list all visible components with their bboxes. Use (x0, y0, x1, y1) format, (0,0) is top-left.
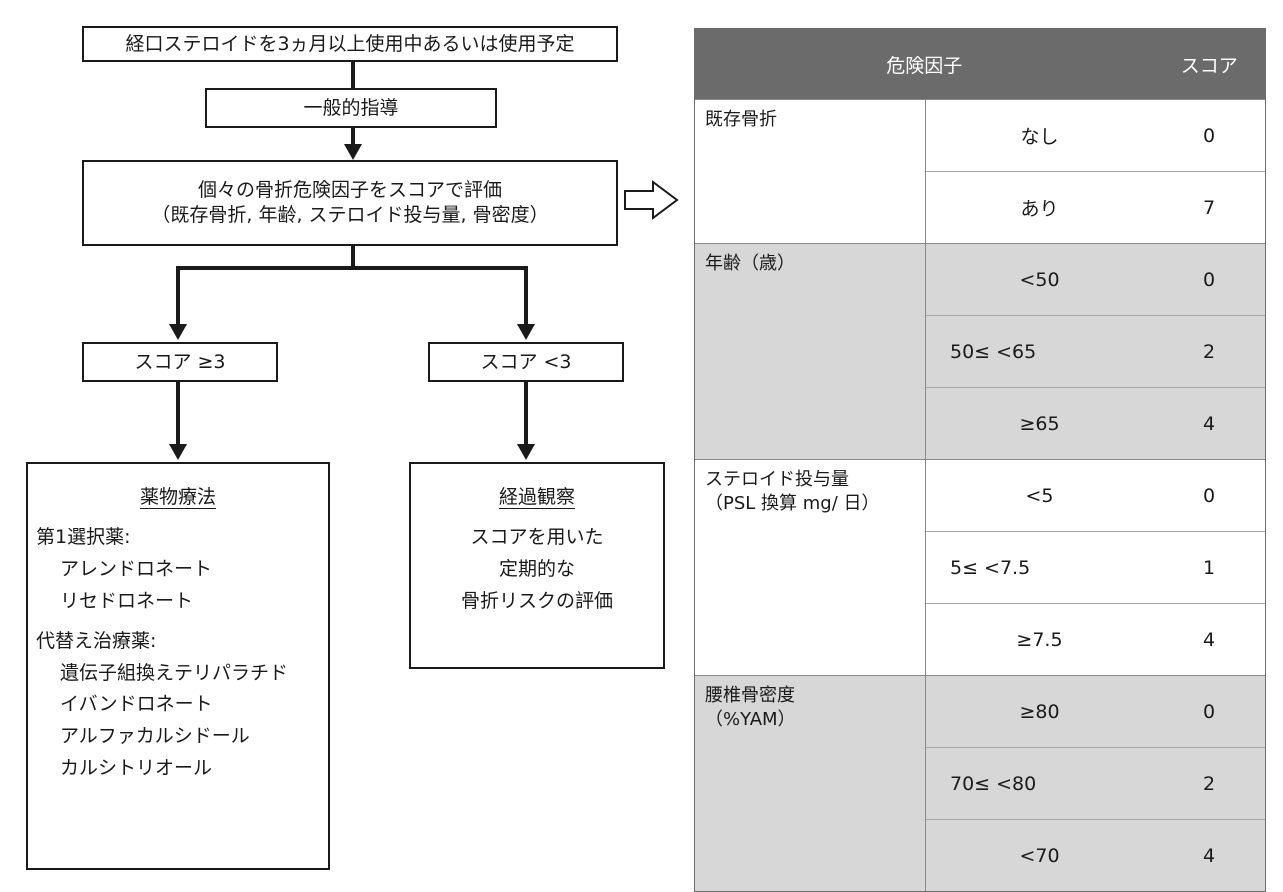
connector (351, 128, 355, 148)
drug-therapy-box: 薬物療法 第1選択薬: アレンドロネート リセドロネート 代替え治療薬: 遺伝子… (26, 462, 330, 870)
condition-cell: 5≤ <7.5 (950, 556, 1031, 579)
condition-cell: <5 (1025, 484, 1054, 507)
start-condition-text: 経口ステロイドを3ヵ月以上使用中あるいは使用予定 (125, 32, 575, 55)
risk-evaluation-factors: （既存骨折, 年齢, ステロイド投与量, 骨密度） (151, 204, 549, 226)
group-steroid-dose: ステロイド投与量 （PSL 換算 mg/ 日） <5 0 5≤ <7.5 1 ≥… (695, 459, 1265, 675)
header-score: スコア (1180, 54, 1238, 77)
table-row: なし 0 (926, 100, 1265, 171)
condition-cell: あり (1020, 198, 1059, 220)
table-row: あり 7 (926, 171, 1265, 243)
table-row: ≥65 4 (926, 387, 1265, 459)
table-header: 危険因子 スコア (695, 29, 1265, 99)
condition-cell: 70≤ <80 (950, 772, 1037, 795)
connector (351, 62, 355, 88)
alternative-drug: アルファカルシドール (60, 725, 250, 748)
score-cell: 2 (1202, 772, 1216, 795)
score-cell: 7 (1202, 196, 1216, 219)
factor-label: ステロイド投与量 （PSL 換算 mg/ 日） (695, 460, 926, 675)
connector (176, 266, 528, 270)
condition-cell: 50≤ <65 (950, 340, 1037, 363)
first-choice-label: 第1選択薬: (36, 525, 131, 548)
condition-cell: <50 (1019, 268, 1060, 291)
group-prior-fracture: 既存骨折 なし 0 あり 7 (695, 99, 1265, 243)
score-cell: 4 (1202, 628, 1216, 651)
first-choice-drug: リセドロネート (60, 589, 194, 612)
observation-line: 定期的な (498, 557, 575, 580)
condition-cell: <70 (1019, 844, 1060, 867)
drug-therapy-title: 薬物療法 (139, 486, 216, 508)
alternative-drug: イバンドロネート (60, 693, 213, 716)
table-row: 70≤ <80 2 (926, 747, 1265, 819)
score-cell: 0 (1202, 124, 1216, 147)
score-cell: 1 (1202, 556, 1216, 579)
factor-label: 既存骨折 (695, 100, 926, 243)
condition-cell: なし (1020, 126, 1059, 148)
score-cell: 4 (1202, 844, 1216, 867)
first-choice-drug: アレンドロネート (60, 557, 213, 580)
risk-score-table: 危険因子 スコア 既存骨折 なし 0 あり 7 年齢（歳） <50 0 50≤ … (694, 28, 1266, 892)
arrow-down-icon (517, 324, 535, 340)
score-cell: 4 (1202, 412, 1216, 435)
observation-line: 骨折リスクの評価 (460, 589, 613, 612)
branch-score-high-text: スコア ≥3 (134, 350, 226, 373)
arrow-down-icon (169, 324, 187, 340)
group-bone-density: 腰椎骨密度 （%YAM） ≥80 0 70≤ <80 2 <70 4 (695, 675, 1265, 891)
risk-evaluation-box: 個々の骨折危険因子をスコアで評価 （既存骨折, 年齢, ステロイド投与量, 骨密… (82, 160, 618, 246)
condition-cell: ≥65 (1019, 412, 1060, 435)
connector (176, 266, 180, 328)
factor-label: 年齢（歳） (695, 244, 926, 459)
table-row: ≥7.5 4 (926, 603, 1265, 675)
branch-score-high: スコア ≥3 (82, 342, 278, 382)
connector (351, 246, 355, 268)
branch-score-low-text: スコア <3 (480, 350, 572, 373)
table-row: <50 0 (926, 244, 1265, 315)
arrow-down-icon (344, 144, 362, 160)
score-cell: 0 (1202, 484, 1216, 507)
connector (176, 382, 180, 444)
start-condition-box: 経口ステロイドを3ヵ月以上使用中あるいは使用予定 (82, 26, 618, 62)
branch-score-low: スコア <3 (428, 342, 624, 382)
observation-box: 経過観察 スコアを用いた 定期的な 骨折リスクの評価 (409, 462, 665, 669)
arrow-down-icon (169, 444, 187, 460)
factor-label: 腰椎骨密度 （%YAM） (695, 676, 926, 891)
table-row: 5≤ <7.5 1 (926, 531, 1265, 603)
connector (524, 266, 528, 328)
header-risk-factor: 危険因子 (886, 54, 963, 77)
condition-cell: ≥80 (1019, 700, 1060, 723)
condition-cell: ≥7.5 (1016, 628, 1063, 651)
observation-line: スコアを用いた (470, 525, 604, 548)
table-row: <70 4 (926, 819, 1265, 891)
arrow-down-icon (517, 444, 535, 460)
score-cell: 0 (1202, 268, 1216, 291)
score-cell: 2 (1202, 340, 1216, 363)
alternative-drug: 遺伝子組換えテリパラチド (60, 661, 289, 684)
group-age: 年齢（歳） <50 0 50≤ <65 2 ≥65 4 (695, 243, 1265, 459)
score-cell: 0 (1202, 700, 1216, 723)
risk-evaluation-title: 個々の骨折危険因子をスコアで評価 (197, 179, 502, 202)
alternative-drug: カルシトリオール (60, 757, 213, 780)
general-guidance-text: 一般的指導 (303, 96, 399, 119)
arrow-right-icon (624, 180, 679, 220)
table-row: ≥80 0 (926, 676, 1265, 747)
alternative-label: 代替え治療薬: (36, 629, 157, 652)
table-row: <5 0 (926, 460, 1265, 531)
observation-title: 経過観察 (498, 486, 575, 508)
general-guidance-box: 一般的指導 (205, 88, 497, 128)
connector (524, 382, 528, 444)
table-row: 50≤ <65 2 (926, 315, 1265, 387)
